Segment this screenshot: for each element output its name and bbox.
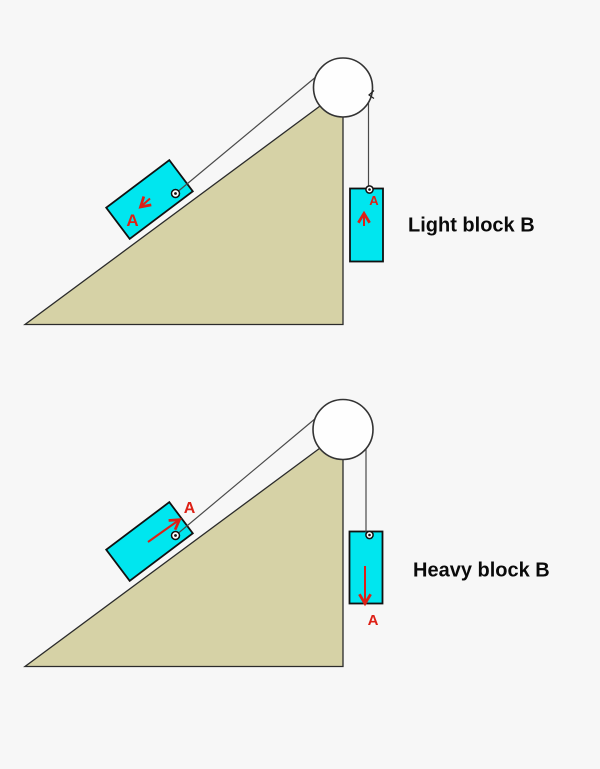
incline-triangle	[23, 429, 344, 668]
hanging-block-b	[349, 187, 384, 263]
incline-triangle	[23, 87, 344, 326]
hanging-block-a-label: A	[369, 193, 379, 208]
rope-incline-segment	[175, 75, 318, 194]
motion-arrow-up-incline	[147, 518, 182, 543]
pulley	[312, 398, 374, 461]
diagram-light-block-b: A A Light block B	[23, 57, 535, 326]
hook-icon	[170, 530, 181, 541]
block-a-label: A	[126, 211, 138, 230]
block-a-label: A	[184, 500, 196, 517]
pulley	[312, 57, 374, 118]
rope-direction-tick-icon	[368, 90, 375, 99]
caption-light-block-b: Light block B	[408, 215, 535, 237]
hook-icon	[170, 188, 181, 199]
caption-heavy-block-b: Heavy block B	[413, 560, 550, 582]
hanging-block-a-label: A	[368, 612, 379, 629]
motion-arrow-down-incline	[138, 196, 152, 209]
hook-icon	[365, 530, 374, 540]
hook-icon	[365, 185, 374, 194]
diagram-heavy-block-b: A A Heavy block B	[23, 398, 550, 668]
rope-incline-segment	[175, 417, 317, 536]
